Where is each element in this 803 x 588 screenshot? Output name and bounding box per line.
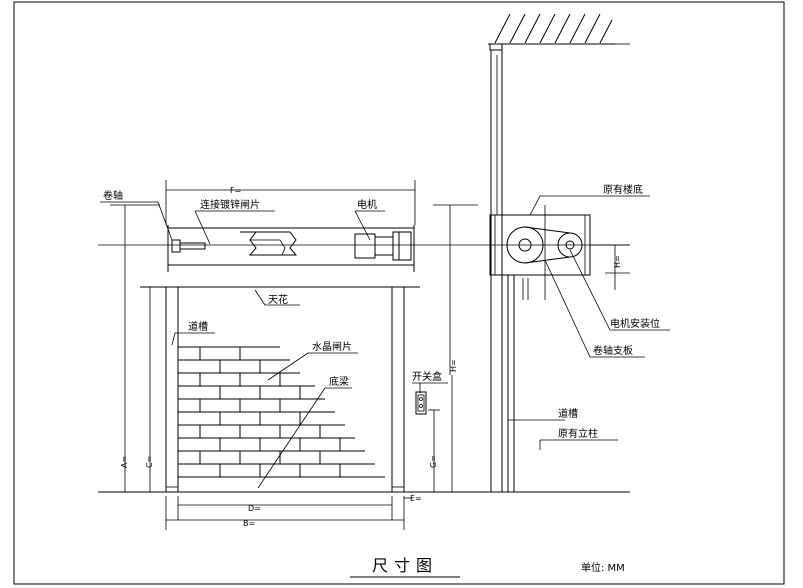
dim-c-label: C=	[145, 456, 154, 468]
dim-h-right: H=	[449, 359, 458, 372]
unit-label: 单位: MM	[581, 561, 625, 574]
label-existing-column: 原有立柱	[558, 427, 598, 440]
dim-d-label: D=	[248, 504, 261, 513]
switch-box	[415, 391, 427, 415]
dim-e-label: E=	[410, 494, 422, 503]
dim-f: F=	[165, 180, 416, 225]
drawing-frame	[13, 1, 785, 585]
dim-d: D=	[177, 496, 393, 520]
dim-g-label: G=	[429, 455, 438, 468]
roll-shaft-assembly	[167, 225, 415, 272]
dim-e: E=	[404, 494, 422, 503]
label-switch-box: 开关盒	[412, 370, 442, 383]
door-frame	[165, 287, 405, 493]
label-motor: 电机	[357, 198, 377, 211]
label-existing-floor: 原有楼底	[603, 183, 643, 196]
label-shaft-bracket: 卷轴支板	[593, 344, 633, 357]
dim-a-label: A=	[120, 456, 129, 468]
dim-f-label: F=	[230, 186, 241, 195]
label-galvanized-slat: 连接镀锌闸片	[200, 198, 260, 211]
label-guide-rail-left: 道槽	[188, 320, 208, 333]
label-ceiling: 天花	[268, 293, 288, 306]
leaders	[100, 195, 670, 489]
dim-g: G=	[428, 409, 440, 492]
side-column: H=	[489, 43, 630, 492]
dim-h-top: H=	[613, 255, 622, 268]
crystal-slats	[178, 346, 385, 478]
label-roll-shaft: 卷轴	[103, 189, 123, 202]
ceiling-hatch	[488, 13, 630, 45]
label-bottom-beam: 底梁	[329, 375, 349, 388]
dim-a: A=	[110, 204, 160, 492]
dim-b: B=	[165, 496, 405, 530]
label-crystal-slat: 水晶闸片	[312, 340, 352, 353]
label-guide-rail-right: 道槽	[558, 407, 578, 420]
drawing-title: 尺寸图	[372, 556, 438, 575]
label-motor-mount: 电机安装位	[610, 317, 660, 330]
dim-c: C=	[145, 287, 154, 492]
dim-b-label: B=	[243, 519, 255, 528]
